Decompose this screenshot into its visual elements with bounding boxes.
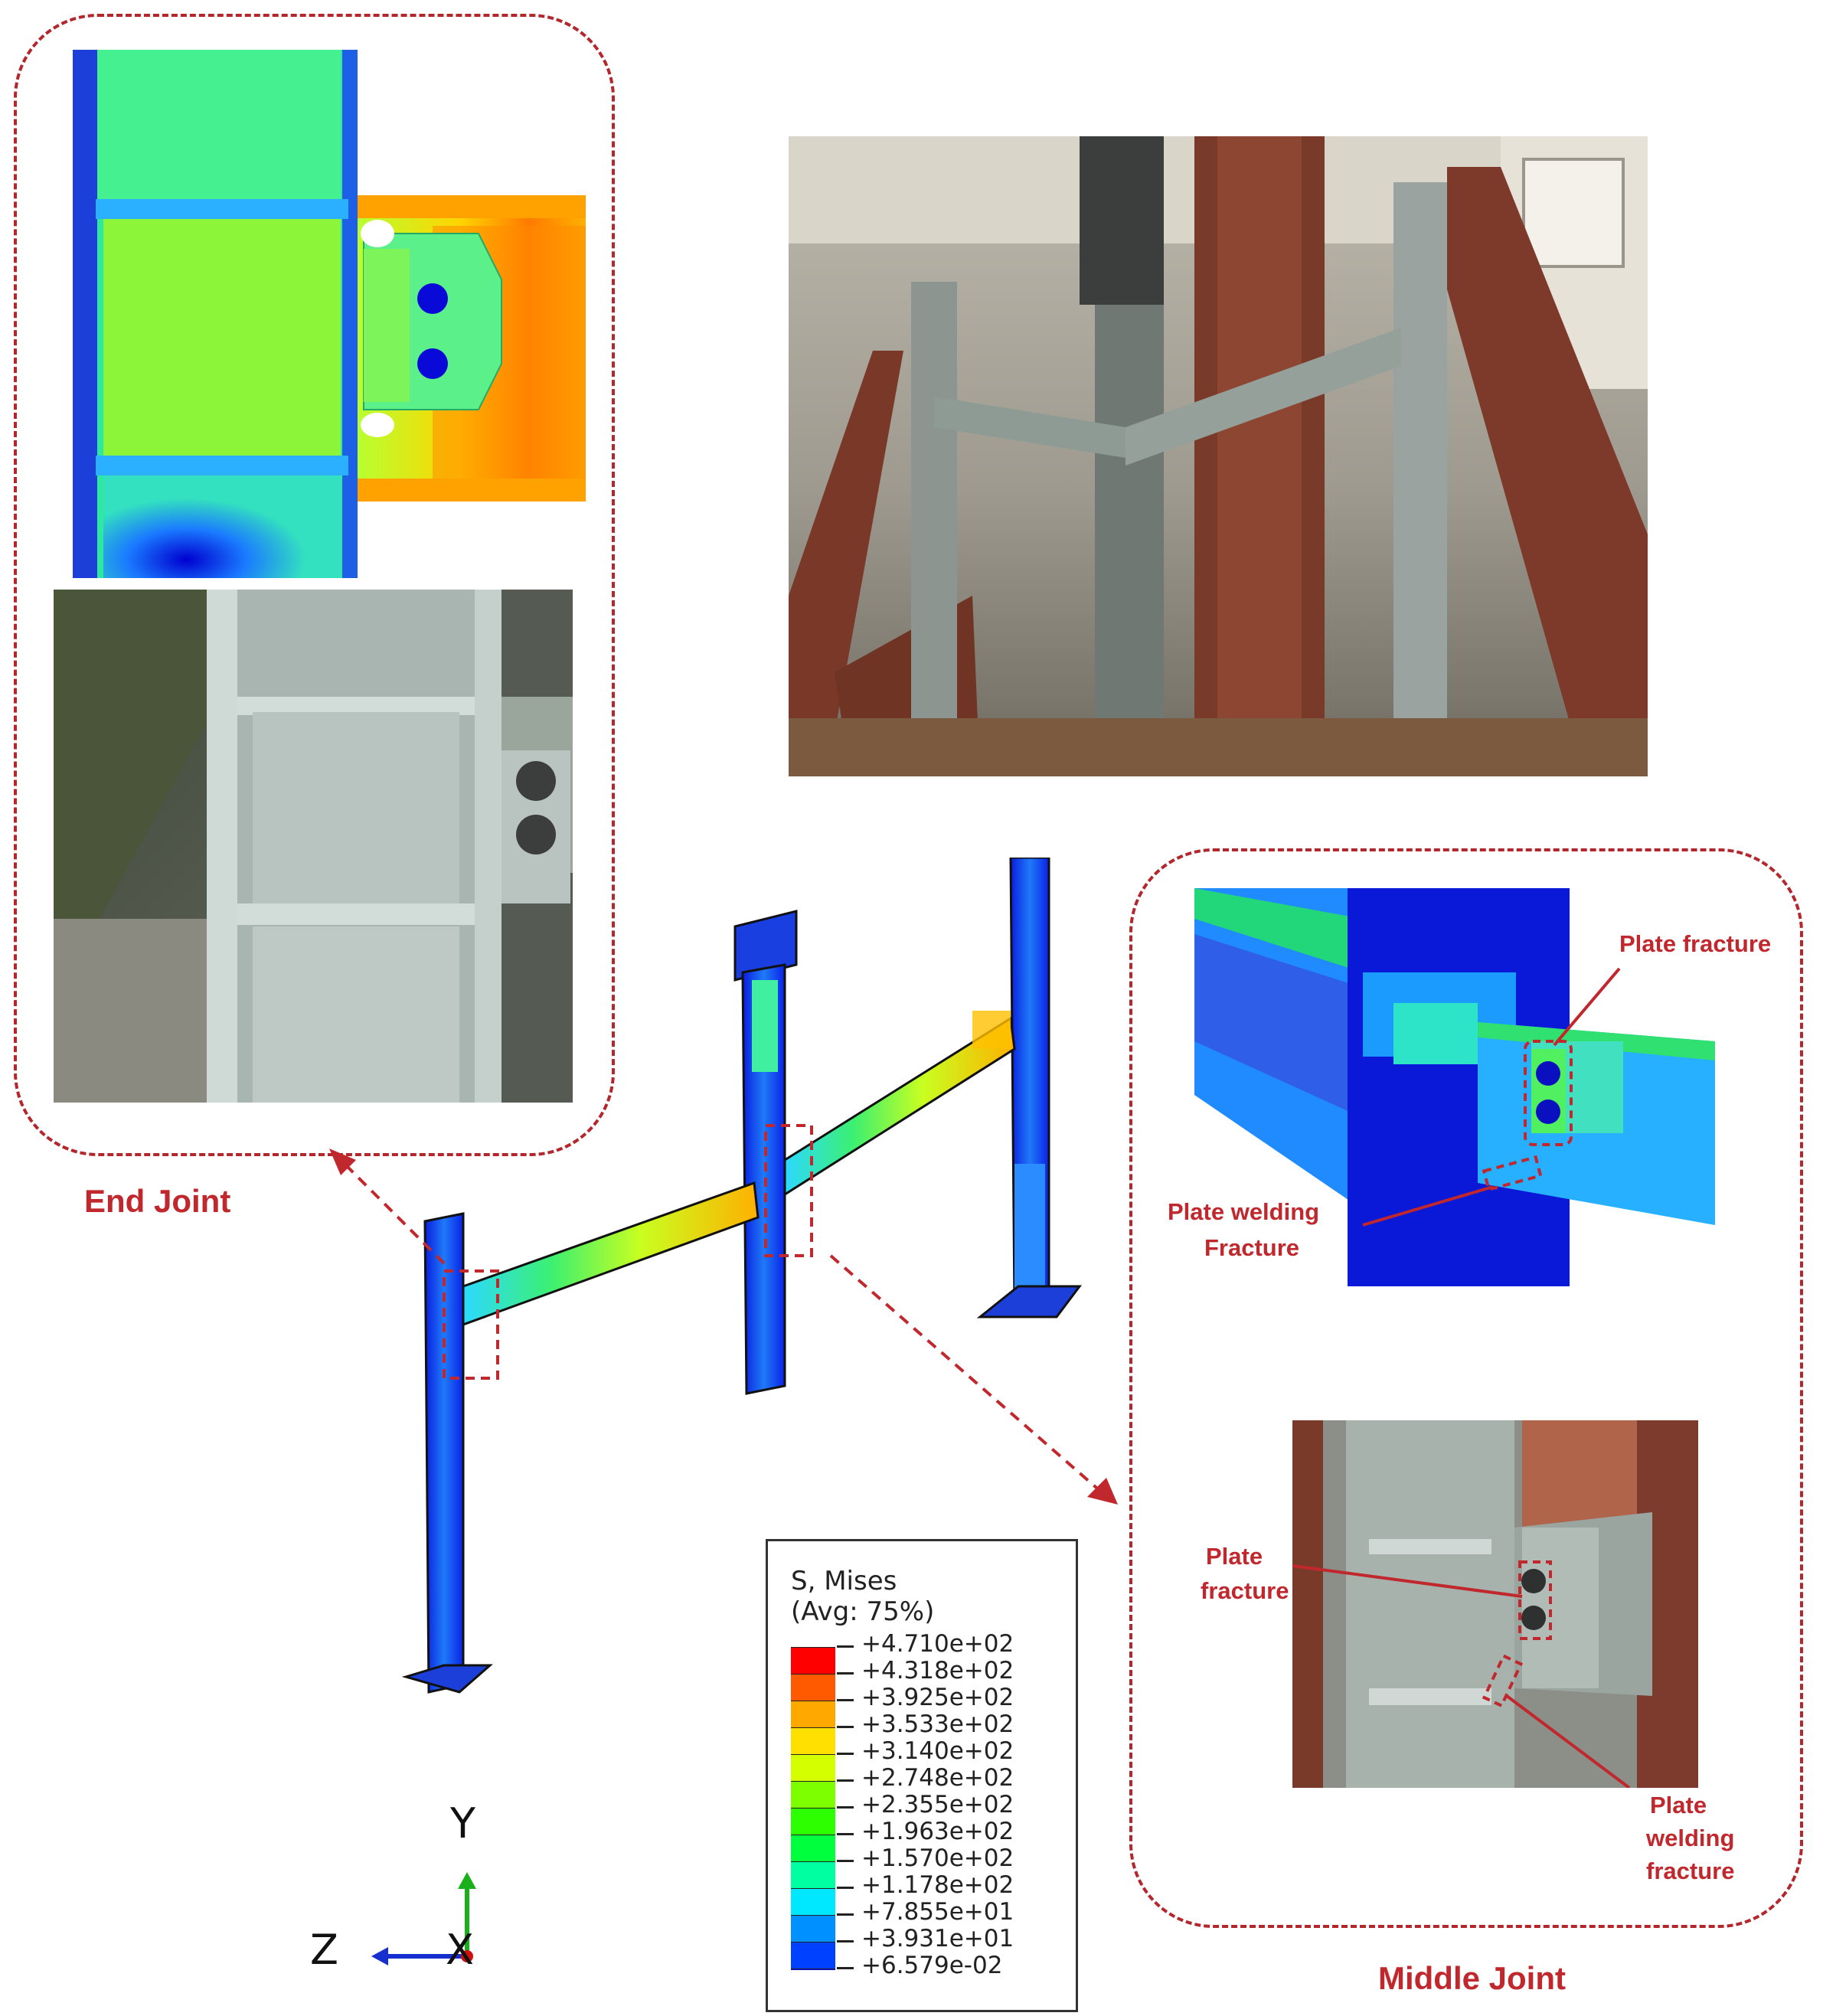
legend-tick — [837, 1753, 854, 1755]
axis-z-label: Z — [310, 1926, 338, 1974]
middle-joint-label: Middle Joint — [1378, 1960, 1566, 1996]
legend-value: +1.570e+02 — [861, 1844, 1014, 1872]
legend-entry: +1.570e+02 — [791, 1844, 1067, 1888]
legend-tick — [837, 1967, 854, 1969]
end-joint-label: End Joint — [84, 1183, 231, 1219]
plate-welding-fracture-label-bottom-2: welding — [1646, 1825, 1735, 1851]
legend-tick — [837, 1699, 854, 1701]
legend-entry: +3.925e+02 — [791, 1684, 1067, 1727]
axis-x-label: X — [446, 1926, 474, 1974]
legend-value: +2.748e+02 — [861, 1764, 1014, 1792]
plate-welding-fracture-label-top-2: Fracture — [1204, 1234, 1300, 1261]
legend-swatch — [791, 1727, 835, 1754]
legend-entry: +3.931e+01 — [791, 1925, 1067, 1969]
legend-entry: +2.355e+02 — [791, 1791, 1067, 1835]
stress-legend: S, Mises (Avg: 75%) +4.710e+02+4.318e+02… — [766, 1539, 1078, 2012]
legend-value: +3.140e+02 — [861, 1737, 1014, 1765]
legend-entry: +1.963e+02 — [791, 1818, 1067, 1861]
legend-value: +2.355e+02 — [861, 1791, 1014, 1818]
plate-welding-fracture-label-bottom-3: fracture — [1646, 1858, 1735, 1884]
legend-value: +3.533e+02 — [861, 1710, 1014, 1738]
legend-swatch — [791, 1942, 835, 1969]
legend-swatch — [791, 1808, 835, 1835]
axis-y-label: Y — [450, 1799, 475, 1848]
test-setup-photo — [789, 136, 1648, 776]
legend-swatch — [791, 1781, 835, 1808]
legend-tick — [837, 1672, 854, 1675]
plate-fracture-label-bottom-1: Plate — [1206, 1543, 1263, 1570]
legend-tick — [837, 1645, 854, 1648]
legend-swatch — [791, 1915, 835, 1942]
legend-tick — [837, 1833, 854, 1835]
legend-value: +1.963e+02 — [861, 1818, 1014, 1845]
legend-value: +4.710e+02 — [861, 1630, 1014, 1658]
end-joint-callout — [14, 14, 615, 1156]
legend-value: +4.318e+02 — [861, 1657, 1014, 1684]
legend-swatch — [791, 1754, 835, 1781]
legend-tick — [837, 1940, 854, 1942]
axis-triad — [371, 1872, 476, 1965]
legend-swatch — [791, 1835, 835, 1861]
plate-fracture-label-top: Plate fracture — [1619, 930, 1772, 957]
legend-tick — [837, 1860, 854, 1862]
legend-value: +3.925e+02 — [861, 1684, 1014, 1711]
legend-swatch — [791, 1647, 835, 1674]
legend-entry: +3.533e+02 — [791, 1710, 1067, 1754]
middle-joint-test-photo — [1292, 1420, 1698, 1788]
end-joint-test-photo — [54, 590, 573, 1103]
end-joint-fea-image — [73, 50, 586, 578]
legend-tick — [837, 1887, 854, 1889]
legend-value: +6.579e-02 — [861, 1952, 1003, 1979]
legend-swatch — [791, 1888, 835, 1915]
legend-swatch — [791, 1861, 835, 1888]
legend-value: +3.931e+01 — [861, 1925, 1014, 1952]
fe-model-frame — [398, 858, 1118, 1715]
legend-tick — [837, 1779, 854, 1782]
legend-entry: +7.855e+01 — [791, 1898, 1067, 1942]
legend-tick — [837, 1726, 854, 1728]
legend-value: +7.855e+01 — [861, 1898, 1014, 1926]
legend-value: +1.178e+02 — [861, 1871, 1014, 1899]
legend-title-line-1: S, Mises — [791, 1566, 897, 1596]
legend-swatch — [791, 1969, 835, 1970]
plate-welding-fracture-label-bottom-1: Plate — [1650, 1792, 1707, 1818]
legend-swatch — [791, 1674, 835, 1701]
legend-entry: +3.140e+02 — [791, 1737, 1067, 1781]
legend-title-line-2: (Avg: 75%) — [791, 1596, 935, 1627]
middle-joint-callout — [1129, 848, 1803, 1928]
legend-tick — [837, 1806, 854, 1809]
legend-entry: +4.318e+02 — [791, 1657, 1067, 1701]
plate-welding-fracture-label-top-1: Plate welding — [1168, 1198, 1320, 1225]
plate-fracture-label-bottom-2: fracture — [1201, 1577, 1289, 1604]
legend-entry: +1.178e+02 — [791, 1871, 1067, 1915]
legend-entry: +2.748e+02 — [791, 1764, 1067, 1808]
legend-tick — [837, 1913, 854, 1916]
legend-entry: +6.579e-02 — [791, 1952, 1067, 1995]
middle-joint-fea-image — [1194, 888, 1715, 1286]
legend-entry: +4.710e+02 — [791, 1630, 1067, 1674]
legend-swatch — [791, 1701, 835, 1727]
